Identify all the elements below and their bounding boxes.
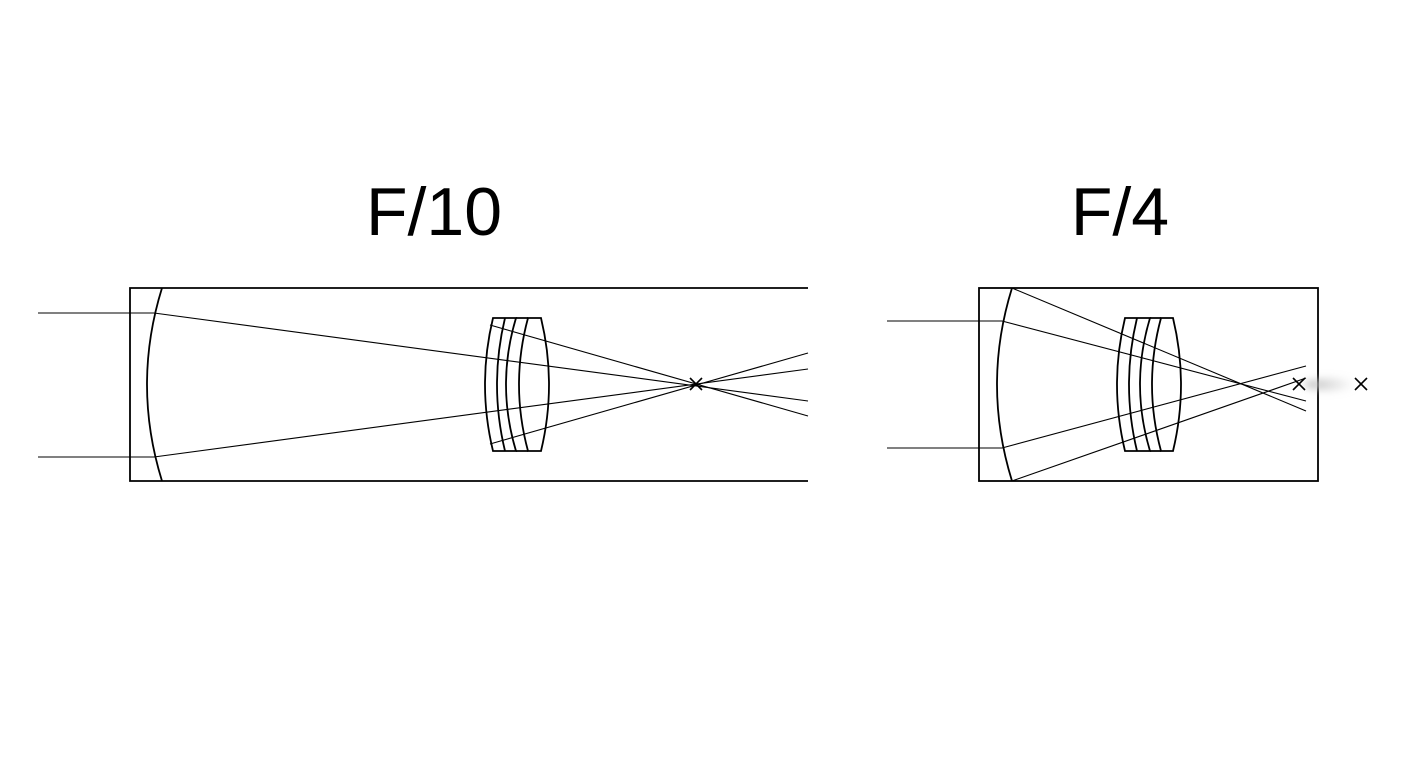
f4-reflected-ray <box>1001 365 1307 449</box>
f10-reflected-ray <box>153 368 809 458</box>
f10-focus-x-icon <box>689 377 703 391</box>
f10-steep-ray <box>489 324 809 417</box>
f10-tube <box>129 287 808 482</box>
f10-telescope <box>38 287 809 482</box>
f4-primary-mirror <box>996 287 1013 482</box>
f10-primary-mirror <box>146 287 163 482</box>
f4-label: F/4 <box>1070 174 1170 250</box>
f4-telescope <box>887 287 1368 482</box>
f4-steep-ray <box>1011 287 1307 412</box>
f4-lens-group <box>1116 317 1182 452</box>
f4-lens-element <box>1150 317 1161 452</box>
f4-focus-x-icon <box>1292 377 1306 391</box>
f10-lens-element <box>496 317 506 452</box>
f4-external-focus-x-icon <box>1354 377 1368 391</box>
f4-lens-element <box>1128 317 1138 452</box>
f10-lens-element <box>516 317 528 452</box>
f4-lens-element <box>1151 317 1182 452</box>
f4-ray-bundle <box>887 287 1307 482</box>
f10-steep-ray <box>489 352 809 445</box>
f10-ray-bundle <box>38 312 809 458</box>
f4-focus-haze <box>1304 378 1356 391</box>
f4-steep-ray <box>1011 377 1307 482</box>
f4-reflected-ray <box>1001 320 1307 402</box>
f4-tube <box>978 287 1319 482</box>
f10-label: F/10 <box>365 174 503 250</box>
f10-lens-group <box>484 317 550 452</box>
